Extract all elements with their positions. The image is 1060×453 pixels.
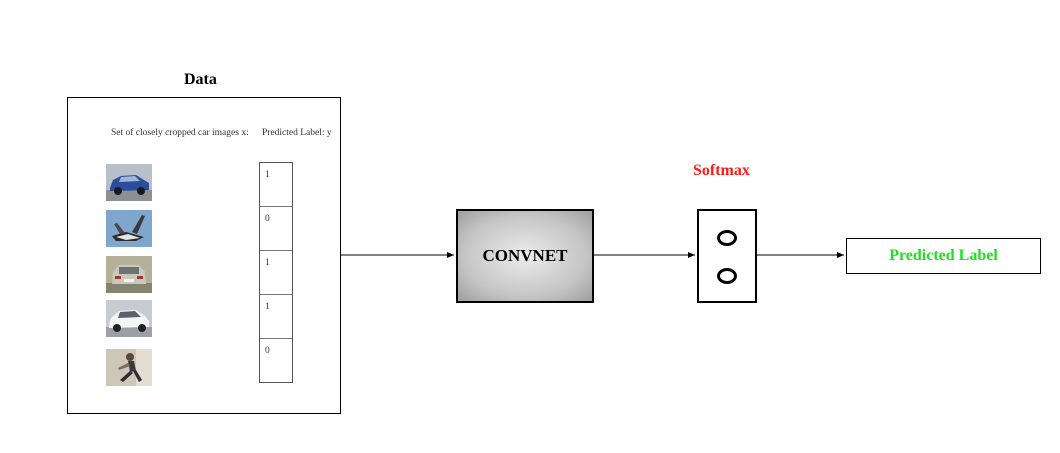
label-cell: 1 xyxy=(260,251,292,295)
blue-car-image xyxy=(106,164,152,201)
softmax-node xyxy=(717,268,737,284)
label-cell: 0 xyxy=(265,346,270,356)
softmax-node xyxy=(717,230,737,246)
car-rear-image xyxy=(106,256,152,293)
softmax-title: Softmax xyxy=(693,162,750,179)
predicted-label-box: Predicted Label xyxy=(846,238,1041,274)
label-cell: 1 xyxy=(260,163,292,207)
label-cell: 0 xyxy=(260,207,292,251)
white-car-image xyxy=(106,300,152,337)
softmax-block xyxy=(697,209,757,303)
airplane-image xyxy=(106,210,152,247)
convnet-block: CONVNET xyxy=(456,209,594,303)
label-cell: 1 xyxy=(260,295,292,339)
label-column: 1 0 1 1 0 xyxy=(259,162,293,383)
x-label: Set of closely cropped car images x: xyxy=(111,128,249,138)
person-image xyxy=(106,349,152,386)
data-title: Data xyxy=(184,71,217,88)
data-panel: Set of closely cropped car images x: Pre… xyxy=(67,97,341,414)
y-label: Predicted Label: y xyxy=(262,128,332,138)
